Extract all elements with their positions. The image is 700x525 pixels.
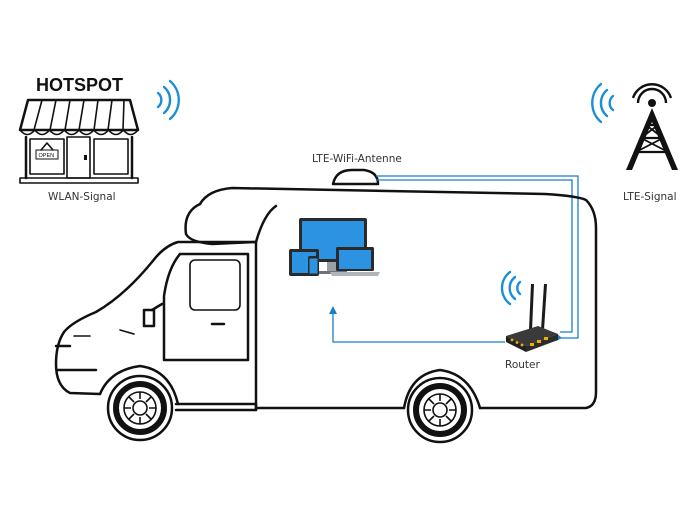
rear-wheel-icon bbox=[406, 376, 474, 444]
camper-van bbox=[54, 186, 598, 412]
router-icon bbox=[506, 284, 558, 352]
antenna-cable-outer bbox=[376, 175, 579, 339]
router-label: Router bbox=[505, 359, 540, 371]
hotspot-sign: HOTSPOT bbox=[36, 75, 123, 95]
router-to-devices-line bbox=[332, 312, 505, 343]
svg-text:OPEN: OPEN bbox=[39, 153, 55, 159]
antenna-cable-inner bbox=[376, 179, 573, 333]
antenna-label: LTE-WiFi-Antenne bbox=[312, 153, 402, 165]
router-wifi-waves-icon bbox=[500, 270, 522, 306]
hotspot-shop-icon: HOTSPOT OPEN bbox=[18, 75, 140, 184]
lte-wifi-antenna-icon bbox=[331, 168, 380, 186]
router-to-devices-arrow bbox=[329, 306, 337, 314]
laptop-icon bbox=[330, 247, 380, 276]
wlan-signal-icon bbox=[156, 79, 180, 121]
devices-group bbox=[289, 218, 380, 276]
wlan-signal-label: WLAN-Signal bbox=[48, 191, 116, 203]
cell-tower-icon bbox=[626, 83, 678, 170]
open-sign bbox=[35, 149, 59, 160]
lte-signal-waves-icon bbox=[591, 82, 615, 124]
lte-signal-label: LTE-Signal bbox=[623, 191, 677, 203]
smartphone-icon bbox=[308, 256, 319, 276]
front-wheel-icon bbox=[106, 374, 174, 442]
